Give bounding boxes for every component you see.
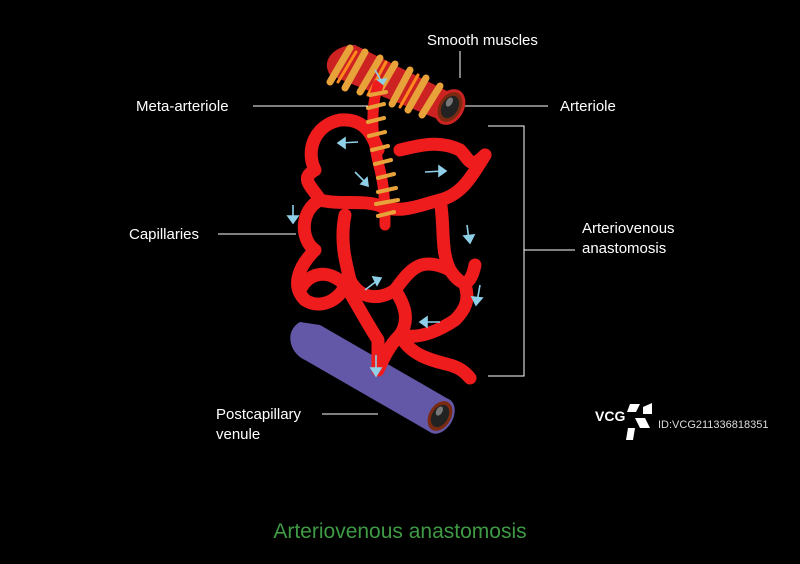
leader-lines <box>218 51 575 415</box>
watermark-id: ID:VCG211336818351 <box>658 419 769 431</box>
label-capillaries: Capillaries <box>129 226 200 243</box>
label-meta-arteriole: Meta-arteriole <box>136 98 229 115</box>
label-smooth-muscles: Smooth muscles <box>427 32 538 49</box>
label-av-line2: anastomosis <box>582 240 667 257</box>
caption-title: Arteriovenous anastomosis <box>273 520 527 543</box>
meta-arteriole <box>366 79 400 231</box>
vcg-logo-icon <box>626 403 652 440</box>
watermark-logo-text: VCG <box>595 408 626 424</box>
capillary-network <box>291 113 492 385</box>
postcapillary-venule <box>290 322 455 434</box>
arteriole-vessel <box>326 44 466 125</box>
label-av-line1: Arteriovenous <box>582 220 675 237</box>
label-venule-line2: venule <box>216 426 261 443</box>
flow-arrow-icon <box>286 69 484 378</box>
label-arteriole: Arteriole <box>560 98 616 115</box>
label-venule-line1: Postcapillary <box>216 406 302 423</box>
